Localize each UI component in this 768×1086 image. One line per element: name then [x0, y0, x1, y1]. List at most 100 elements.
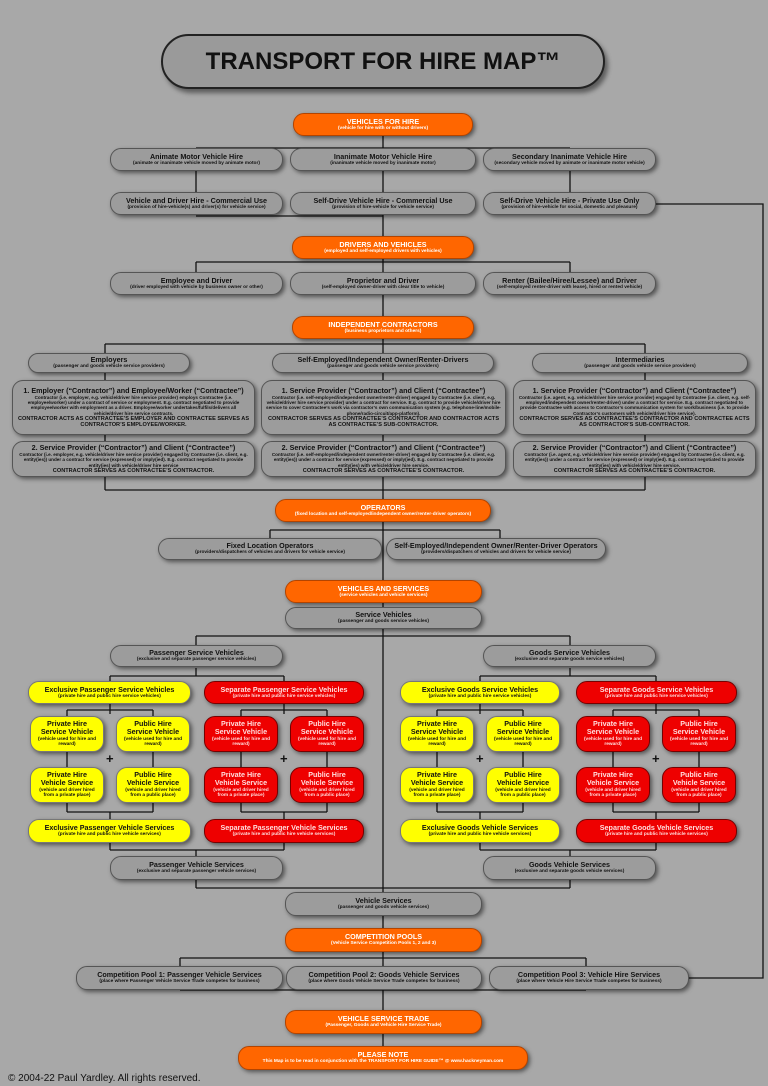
node-title: 2. Service Provider (“Contractor”) and C…	[532, 443, 737, 453]
node-title: Separate Passenger Service Vehicles	[220, 684, 348, 694]
node-subtitle: (vehicle and driver hired from a public …	[671, 787, 727, 799]
node-sv: Service Vehicles(passenger and goods ser…	[285, 607, 482, 629]
node-title: Proprietor and Driver	[346, 275, 420, 285]
node-subtitle: (vehicle and driver hired from a private…	[213, 787, 269, 799]
node-subtitle: (inanimate vehicle moved by inanimate mo…	[330, 160, 436, 166]
node-subtitle: (vehicle and driver hired from a private…	[585, 787, 641, 799]
node-spvs: Separate Passenger Vehicle Services(priv…	[204, 819, 364, 843]
node-title: Inanimate Motor Vehicle Hire	[333, 151, 433, 161]
node-subtitle: (private hire and public hire service ve…	[605, 693, 708, 699]
node-i2: 2. Service Provider (“Contractor”) and C…	[513, 441, 756, 477]
node-conclusion: CONTRACTOR SERVES AS CONTRACTEE’S CONTRA…	[302, 467, 465, 474]
node-e2: 2. Service Provider (“Contractor”) and C…	[12, 441, 255, 477]
node-vs: Vehicle Services(passenger and goods veh…	[285, 892, 482, 916]
node-title: Public Hire Service Vehicle	[300, 719, 354, 737]
node-egvs: Exclusive Goods Vehicle Services(private…	[400, 819, 560, 843]
node-subtitle: (vehicle and driver hired from a public …	[125, 787, 181, 799]
node-title: Public Hire Vehicle Service	[496, 770, 550, 788]
node-title: Service Vehicles	[355, 610, 412, 620]
node-subtitle: (animate or inanimate vehicle moved by a…	[133, 160, 260, 166]
node-pad: Proprietor and Driver(self-employed owne…	[290, 272, 476, 295]
plus-icon: +	[106, 751, 114, 766]
node-title: Separate Passenger Vehicle Services	[220, 823, 348, 833]
node-subtitle: (exclusive and separate passenger servic…	[136, 657, 257, 663]
node-description: Contractor (i.e. self-employed/independe…	[266, 395, 501, 416]
node-phvs: Private Hire Vehicle Service(vehicle and…	[30, 767, 104, 803]
node-subtitle: (private hire and public hire vehicle se…	[605, 832, 708, 838]
node-subtitle: (exclusive and separate goods service ve…	[514, 657, 625, 663]
plus-icon: +	[280, 751, 288, 766]
node-subtitle: (place where Vehicle Hire Service Trade …	[516, 979, 662, 985]
node-sivh: Secondary Inanimate Vehicle Hire(seconda…	[483, 148, 656, 171]
plus-icon: +	[652, 751, 660, 766]
node-subtitle: (vehicle and driver hired from a public …	[495, 787, 551, 799]
node-subtitle: (Vehicle Service Competition Pools 1, 2 …	[330, 941, 437, 947]
node-title: Self-Drive Vehicle Hire - Private Use On…	[499, 195, 640, 205]
node-title: 1. Service Provider (“Contractor”) and C…	[281, 385, 486, 395]
node-title: Self-Employed/Independent Owner/Renter-D…	[297, 355, 469, 365]
node-sdp: Self-Drive Vehicle Hire - Private Use On…	[483, 192, 656, 215]
node-title: Employers	[90, 355, 128, 365]
node-title: INDEPENDENT CONTRACTORS	[328, 319, 438, 329]
node-subtitle: (vehicle used for hire and reward)	[211, 736, 271, 748]
node-description: Contractor (i.e. self-employed/independe…	[271, 452, 496, 468]
node-title: Public Hire Vehicle Service	[300, 770, 354, 788]
node-subtitle: (passenger and goods service vehicles)	[338, 619, 429, 625]
node-pusv: Public Hire Service Vehicle(vehicle used…	[290, 716, 364, 752]
node-phvs: Private Hire Vehicle Service(vehicle and…	[576, 767, 650, 803]
node-title: Separate Goods Vehicle Services	[599, 823, 714, 833]
node-sgvs: Separate Goods Vehicle Services(private …	[576, 819, 737, 843]
node-title: Public Hire Service Vehicle	[496, 719, 550, 737]
node-subtitle: (vehicle used for hire and reward)	[37, 736, 97, 748]
node-subtitle: (self-employed owner-driver with clear t…	[321, 284, 445, 290]
node-title: COMPETITION POOLS	[344, 932, 423, 942]
node-title: 2. Service Provider (“Contractor”) and C…	[31, 443, 236, 453]
node-subtitle: (passenger and goods vehicle service pro…	[53, 364, 165, 370]
node-seop: Self-Employed/Independent Owner/Renter-D…	[386, 538, 606, 560]
node-title: Competition Pool 3: Vehicle Hire Service…	[517, 970, 661, 980]
node-title: Public Hire Vehicle Service	[672, 770, 726, 788]
node-gvs: Goods Vehicle Services(exclusive and sep…	[483, 856, 656, 880]
node-egsv: Exclusive Goods Service Vehicles(private…	[400, 681, 560, 704]
node-vdh: Vehicle and Driver Hire - Commercial Use…	[110, 192, 283, 215]
node-title: Competition Pool 1: Passenger Vehicle Se…	[97, 970, 262, 980]
node-flo: Fixed Location Operators(providers/dispa…	[158, 538, 382, 560]
node-conclusion: CONTRACTOR SERVES AS CONTRACTEE’S CONTRA…	[553, 467, 716, 474]
node-description: Contractor (i.e. agent, e.g. vehicle/dri…	[518, 395, 751, 416]
node-vst: VEHICLE SERVICE TRADE(Passenger, Goods a…	[285, 1010, 482, 1034]
node-title: VEHICLES FOR HIRE	[346, 116, 420, 126]
node-subtitle: (secondary vehicle moved by animate or i…	[494, 160, 645, 166]
node-epvs: Exclusive Passenger Vehicle Services(pri…	[28, 819, 191, 843]
node-subtitle: (passenger and goods vehicle service pro…	[584, 364, 696, 370]
node-subtitle: (vehicle used for hire and reward)	[407, 736, 467, 748]
node-subtitle: (exclusive and separate goods vehicle se…	[514, 869, 625, 875]
node-subtitle: (self-employed renter-driver with lease)…	[496, 284, 643, 290]
node-title: Employee and Driver	[160, 275, 233, 285]
node-cp2: Competition Pool 2: Goods Vehicle Servic…	[286, 966, 482, 990]
node-subtitle: (Passenger, Goods and Vehicle Hire Servi…	[325, 1023, 442, 1029]
node-title: Private Hire Service Vehicle	[410, 719, 464, 737]
node-cp1: Competition Pool 1: Passenger Vehicle Se…	[76, 966, 283, 990]
node-subtitle: (exclusive and separate passenger vehicl…	[136, 869, 257, 875]
node-phvs: Private Hire Vehicle Service(vehicle and…	[400, 767, 474, 803]
node-subtitle: (vehicle used for hire and reward)	[669, 736, 729, 748]
node-subtitle: (providers/dispatchers of vehicles and d…	[195, 550, 345, 556]
node-title: Public Hire Service Vehicle	[672, 719, 726, 737]
node-subtitle: (place where Passenger Vehicle Service T…	[99, 979, 260, 985]
node-pusv: Public Hire Service Vehicle(vehicle used…	[662, 716, 736, 752]
node-subtitle: (business proprietors and others)	[344, 328, 422, 334]
node-ops: OPERATORS(fixed location and self-employ…	[275, 499, 491, 522]
node-title: Goods Vehicle Services	[528, 860, 611, 870]
node-subtitle: (provision of hire-vehicle for vehicle s…	[332, 204, 434, 210]
node-subtitle: (private hire and public hire service ve…	[428, 693, 532, 699]
node-title: VEHICLES AND SERVICES	[337, 583, 430, 593]
node-subtitle: (private hire and public hire service ve…	[58, 693, 161, 699]
node-subtitle: (provision of hire-vehicle(s) and driver…	[127, 204, 266, 210]
node-subtitle: (vehicle and driver hired from a private…	[39, 787, 95, 799]
node-phsv: Private Hire Service Vehicle(vehicle use…	[576, 716, 650, 752]
node-title: PLEASE NOTE	[357, 1050, 409, 1060]
page-title: TRANSPORT FOR HIRE MAP™	[161, 34, 605, 89]
node-title: Private Hire Vehicle Service	[410, 770, 464, 788]
node-title: VEHICLE SERVICE TRADE	[337, 1014, 430, 1024]
